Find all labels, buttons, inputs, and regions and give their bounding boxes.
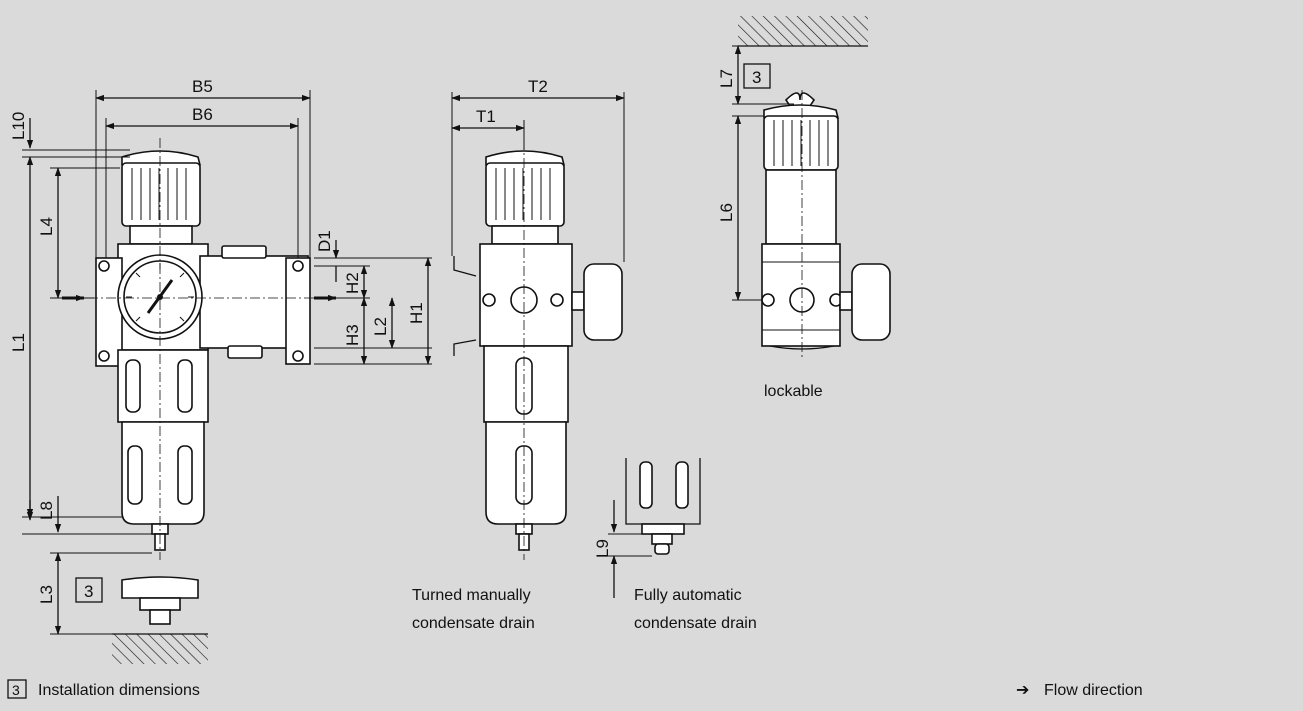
bottom-installation-detail — [112, 576, 208, 664]
manual-drain-caption-line2: condensate drain — [412, 615, 535, 632]
dim-label-l1: L1 — [9, 333, 28, 352]
dim-label-l6: L6 — [717, 203, 736, 222]
dim-label-h2: H2 — [343, 272, 362, 294]
dim-label-l7: L7 — [717, 69, 736, 88]
installation-marker-box — [75, 577, 103, 603]
dim-label-l4: L4 — [37, 217, 56, 236]
dim-label-l2: L2 — [371, 317, 390, 336]
dim-label-t1: T1 — [476, 107, 496, 126]
dim-label-l8: L8 — [37, 501, 56, 520]
dim-label-l3: L3 — [37, 585, 56, 604]
legend-installation-label: Installation dimensions — [38, 682, 200, 699]
lockable-caption: lockable — [764, 383, 823, 400]
side-view-body — [453, 243, 623, 356]
side-view-filter-bowl — [483, 345, 569, 551]
installation-marker: 3 — [84, 582, 93, 601]
front-view: B5 B6 L10 L4 L1 L8 L3 D1 H2 H3 L2 H1 3 — [9, 77, 432, 664]
side-view: T2 T1 Turned manually condensate drain — [412, 77, 625, 632]
flow-direction-arrow-icon: ➔ — [1016, 682, 1029, 699]
dim-label-b5: B5 — [192, 77, 213, 96]
automatic-drain-detail: L9 Fully automatic condensate drain — [593, 458, 757, 632]
dim-label-h3: H3 — [343, 324, 362, 346]
dim-label-t2: T2 — [528, 77, 548, 96]
front-view-filter-bowl — [117, 349, 209, 551]
dim-label-h1: H1 — [407, 302, 426, 324]
legend-flow-label: Flow direction — [1044, 682, 1143, 699]
auto-drain-caption-line1: Fully automatic — [634, 587, 742, 604]
dim-label-d1: D1 — [315, 230, 334, 252]
manual-drain-caption-line1: Turned manually — [412, 587, 531, 604]
dim-label-l10: L10 — [9, 112, 28, 140]
legend-installation-marker: 3 — [12, 682, 20, 698]
dim-label-b6: B6 — [192, 105, 213, 124]
lockable-view: L7 L6 3 lockable — [717, 16, 891, 400]
side-view-knob — [485, 150, 566, 245]
legend: 3 Installation dimensions ➔ Flow directi… — [7, 679, 1143, 699]
auto-drain-caption-line2: condensate drain — [634, 615, 757, 632]
front-view-knob — [121, 150, 202, 245]
lock-icon — [784, 92, 816, 107]
lockable-installation-marker: 3 — [752, 68, 761, 87]
dim-label-l9: L9 — [593, 539, 612, 558]
